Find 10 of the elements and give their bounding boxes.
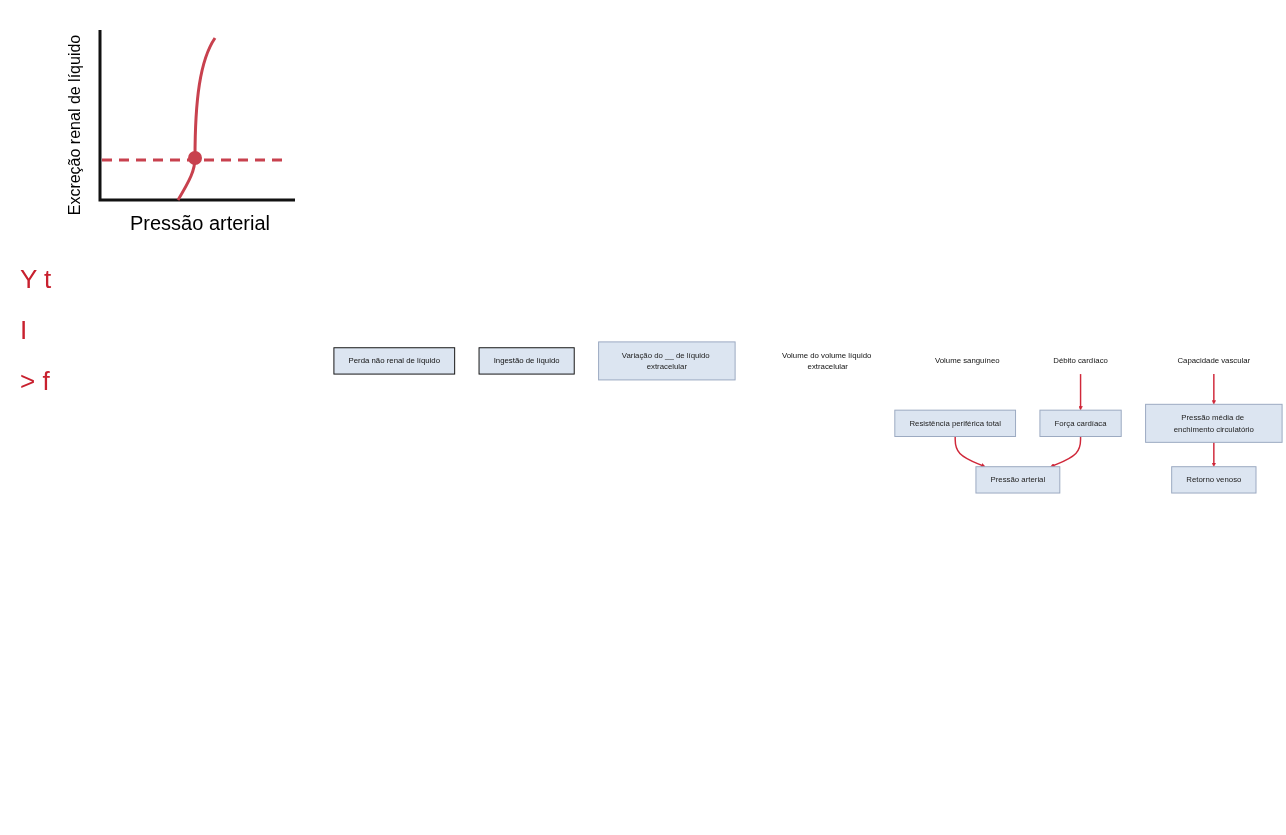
arrow: [1211, 373, 1216, 405]
note-text: > f: [20, 366, 50, 397]
axis-label: Pressão arterial: [129, 212, 271, 234]
arrow: [954, 435, 986, 468]
note-text: I: [20, 315, 28, 346]
arrow: [1050, 435, 1082, 468]
axis-label: Excreção renal de líquido: [66, 34, 83, 216]
arrow: [1211, 441, 1216, 467]
arrow: [1078, 373, 1083, 411]
note-text: Y t: [20, 264, 52, 295]
